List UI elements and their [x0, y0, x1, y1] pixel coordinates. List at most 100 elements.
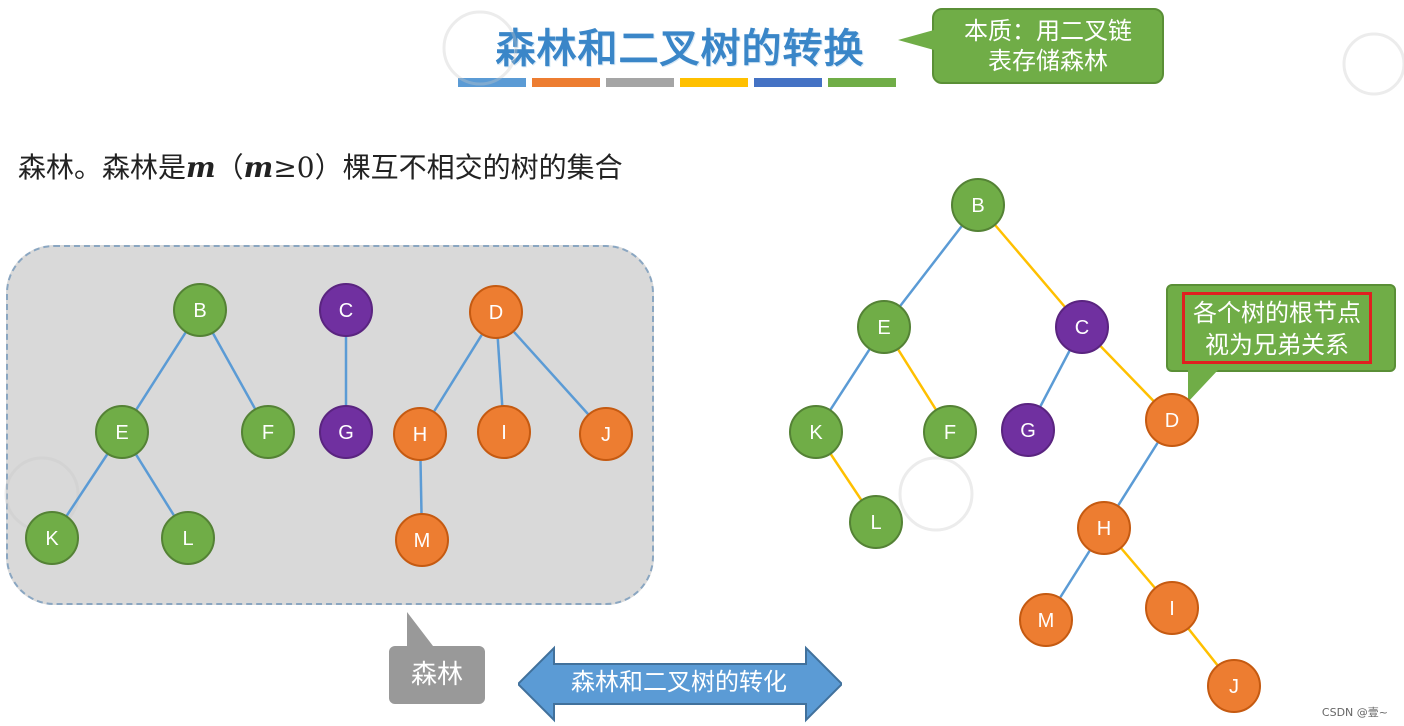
forest-node-M: M: [395, 513, 449, 567]
bt-node-label: D: [1165, 410, 1179, 432]
bt-node-H: H: [1077, 501, 1131, 555]
forest-node-F: F: [241, 405, 295, 459]
forest-node-B: B: [173, 283, 227, 337]
transform-label: 森林和二叉树的转化: [571, 668, 787, 696]
definition-m1: m: [186, 151, 216, 184]
bt-node-L: L: [849, 495, 903, 549]
double-arrow-shape: [518, 645, 842, 723]
forest-node-E: E: [95, 405, 149, 459]
forest-node-K: K: [25, 511, 79, 565]
forest-node-circle: [393, 407, 447, 461]
bt-node-E: E: [857, 300, 911, 354]
callout-essence-line2: 表存储森林: [988, 47, 1108, 75]
color-bar-segment: [754, 78, 822, 87]
watermark-layer: [4, 10, 1404, 532]
color-bar-segment: [458, 78, 526, 87]
bt-node-C: C: [1055, 300, 1109, 354]
definition-cond: ≥0）棵互不相交的树的集合: [273, 151, 623, 184]
forest-node-I: I: [477, 405, 531, 459]
bt-node-D: D: [1145, 393, 1199, 447]
forest-node-circle: [319, 283, 373, 337]
watermark-logo-icon: [442, 10, 518, 86]
bt-node-circle: [857, 300, 911, 354]
bt-node-circle: [1055, 300, 1109, 354]
footer-credit: CSDN @壹~: [1321, 706, 1388, 719]
bt-node-label: F: [944, 422, 956, 444]
forest-node-G: G: [319, 405, 373, 459]
bt-node-circle: [1207, 659, 1261, 713]
bt-node-circle: [1145, 581, 1199, 635]
double-arrow-icon: [518, 645, 842, 723]
forest-node-circle: [579, 407, 633, 461]
forest-node-J: J: [579, 407, 633, 461]
bt-node-label: B: [971, 195, 984, 217]
bt-node-label: L: [870, 512, 881, 534]
forest-node-label: E: [115, 422, 128, 444]
watermark-logo-icon: [898, 456, 974, 532]
forest-node-label: C: [339, 300, 353, 322]
forest-node-label: G: [338, 422, 354, 444]
bt-node-label: J: [1229, 676, 1239, 698]
forest-node-circle: [173, 283, 227, 337]
forest-nodes: B E F K L C G D H I J M: [25, 283, 633, 567]
forest-node-D: D: [469, 285, 523, 339]
bt-node-label: I: [1169, 598, 1175, 620]
forest-node-L: L: [161, 511, 215, 565]
bt-node-F: F: [923, 405, 977, 459]
bt-node-label: H: [1097, 518, 1111, 540]
bt-node-circle: [789, 405, 843, 459]
color-bar-segment: [532, 78, 600, 87]
forest-node-circle: [95, 405, 149, 459]
color-bar-segment: [680, 78, 748, 87]
callout-roots: 各个树的根节点 视为兄弟关系: [1166, 284, 1396, 402]
forest-node-label: D: [489, 302, 503, 324]
callout-essence-line1: 本质：用二叉链: [964, 17, 1132, 45]
forest-node-H: H: [393, 407, 447, 461]
definition-mid: （: [215, 151, 244, 184]
forest-node-C: C: [319, 283, 373, 337]
callout-roots-line1: 各个树的根节点: [1193, 299, 1361, 327]
forest-node-circle: [25, 511, 79, 565]
bt-node-label: G: [1020, 420, 1036, 442]
forest-node-label: H: [413, 424, 427, 446]
color-bar-segment: [606, 78, 674, 87]
forest-definition: 森林。森林是m（m≥0）棵互不相交的树的集合: [18, 146, 623, 186]
bt-node-label: C: [1075, 317, 1089, 339]
forest-edge-D-J: [495, 311, 607, 435]
callout-roots-line2: 视为兄弟关系: [1205, 331, 1349, 359]
bt-node-circle: [951, 178, 1005, 232]
bt-node-J: J: [1207, 659, 1261, 713]
forest-node-label: K: [45, 528, 59, 550]
bt-node-M: M: [1019, 593, 1073, 647]
callout-essence: 本质：用二叉链 表存储森林: [898, 8, 1164, 84]
forest-node-circle: [395, 513, 449, 567]
definition-m2: m: [243, 151, 274, 184]
bt-node-circle: [1019, 593, 1073, 647]
forest-node-label: F: [262, 422, 274, 444]
definition-prefix: 森林。森林是: [18, 151, 187, 184]
forest-node-label: M: [414, 530, 431, 552]
bt-node-I: I: [1145, 581, 1199, 635]
bt-node-B: B: [951, 178, 1005, 232]
bt-node-label: M: [1038, 610, 1055, 632]
forest-label-callout: 森林: [389, 612, 485, 704]
bt-node-circle: [1001, 403, 1055, 457]
forest-node-circle: [319, 405, 373, 459]
bt-node-circle: [849, 495, 903, 549]
watermark-logo-icon: [1342, 32, 1404, 96]
forest-node-circle: [161, 511, 215, 565]
bt-node-circle: [1145, 393, 1199, 447]
forest-node-label: J: [601, 424, 611, 446]
forest-node-circle: [469, 285, 523, 339]
bt-node-circle: [923, 405, 977, 459]
binary-tree-nodes: B E C K F G D L H M I J: [789, 178, 1261, 713]
callout-roots-highlight: 各个树的根节点 视为兄弟关系: [1182, 292, 1372, 364]
bt-node-label: E: [877, 317, 890, 339]
bt-node-label: K: [809, 422, 823, 444]
bt-node-K: K: [789, 405, 843, 459]
forest-node-label: B: [193, 300, 206, 322]
forest-node-label: L: [182, 528, 193, 550]
forest-node-circle: [241, 405, 295, 459]
forest-node-label: I: [501, 422, 507, 444]
